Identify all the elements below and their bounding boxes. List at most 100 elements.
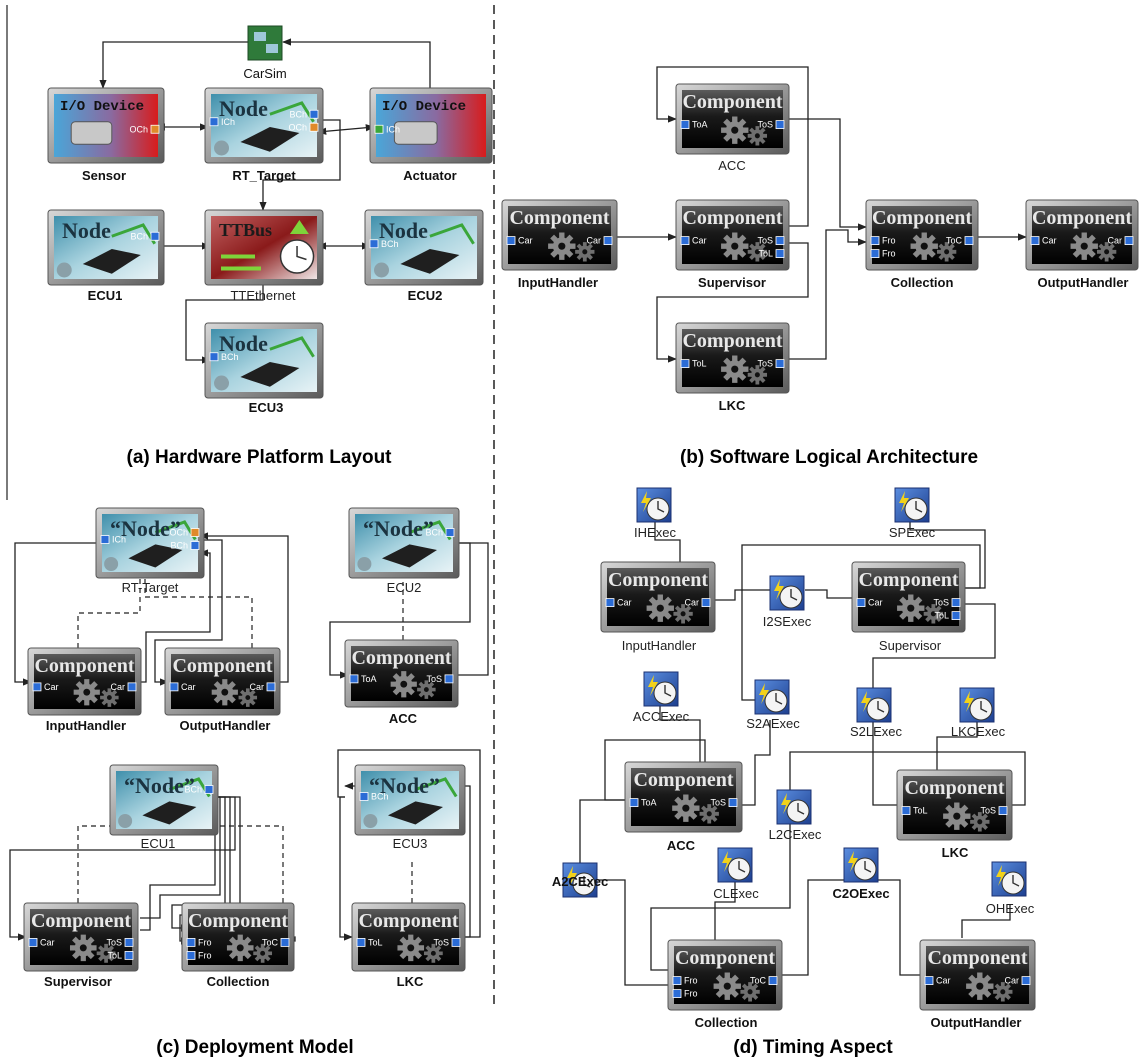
rt-target-block-title: Node [219,96,268,121]
ohexec-icon[interactable] [991,861,1027,897]
label-collection: Collection [891,275,954,290]
accexec-icon-bolt-icon [648,675,658,696]
timing-supervisor-component-out-port-0-label: ToS [933,598,949,608]
supervisor-component-out-port-0 [775,236,785,246]
label-spexec: SPExec [889,525,936,540]
rt-target-block-left-port-0-label: ICh [221,117,235,127]
dep-acc-component-in-port-0-label: ToA [361,674,377,684]
accexec-icon[interactable] [643,671,679,707]
label-actuator: Actuator [403,168,456,183]
lkc-component-out-port-0-label: ToS [757,359,773,369]
collection-component-in-port-0 [870,236,880,246]
ihexec-icon[interactable] [636,487,672,523]
actuator-block-title: I/O Device [382,99,466,115]
i2sexec-icon[interactable] [769,575,805,611]
acc-component-title: Component [682,91,782,113]
ecu2-block-left-port-0-label: BCh [381,239,399,249]
ecu3-block-title: Node [219,331,268,356]
dep-rt-target-node-title: “Node” [110,516,181,541]
ttethernet-block-title: TTBus [219,220,272,240]
collection-component-in-port-1-label: Fro [882,249,896,259]
dep-ecu3-node[interactable]: “Node”BCh [354,764,466,836]
dep-supervisor-component-in-port-0-label: Car [40,937,55,947]
label-timing-outputhandler: OutputHandler [931,1015,1022,1030]
ohexec-icon-bolt-icon [996,865,1006,886]
label-dep-acc: ACC [389,711,418,726]
dep-ecu3-node-title: “Node” [369,773,440,798]
spexec-icon[interactable] [894,487,930,523]
ecu2-block-left-port-0 [369,239,379,249]
label-rt-target-node: RT-Target [122,580,179,595]
ttethernet-block[interactable]: TTBus [204,209,324,286]
dep-ecu1-node[interactable]: “Node”BCh [109,764,219,836]
collection-component-out-port-0-label: ToC [946,236,963,246]
dep-inputhandler-component-in-port-0 [32,682,42,692]
timing-inputhandler-component-in-port-0-label: Car [617,598,632,608]
inputhandler-component-out-port-0 [603,236,613,246]
supervisor-component-title: Component [682,207,782,229]
sensor-block-title: I/O Device [60,99,144,115]
lkcexec-icon[interactable] [959,687,995,723]
clexec-icon[interactable] [717,847,753,883]
dep-ecu3-node-left-port-0-label: BCh [371,792,389,802]
dep-ecu1-node-title: “Node” [124,773,195,798]
dep-lkc-component-title: Component [358,910,458,932]
label-s2lexec: S2LExec [850,724,903,739]
supervisor-component-out-port-1 [775,249,785,259]
dep-ecu2-node-port-0-label: BCh [425,528,443,538]
label-ecu1: ECU1 [88,288,123,303]
dep-supervisor-component-title: Component [31,910,131,932]
dep-rt-target-node-port-1-label: BCh [170,541,188,551]
dep-supervisor-component-out-port-1-label: ToL [107,950,122,960]
label-dep-outputhandler: OutputHandler [180,718,271,733]
l2cexec-icon[interactable] [776,789,812,825]
rt-target-block-port-1 [309,122,319,132]
dep-ecu2-node[interactable]: “Node”BCh [348,507,460,579]
carsim-icon[interactable] [247,25,283,61]
supervisor-component-in-port-0-label: Car [692,236,707,246]
dep-rt-target-node-left-port-0-label: ICh [112,535,126,545]
a2cexec-icon[interactable] [562,862,598,898]
timing-lkc-component-out-port-0 [998,806,1008,815]
timing-collection-component-in-port-1 [672,989,682,998]
s2aexec-icon[interactable] [754,679,790,715]
dep-acc-component-out-port-0-label: ToS [426,674,442,684]
label-accexec: ACCExec [633,709,690,724]
dep-rt-target-node-port-0 [190,528,200,537]
s2lexec-icon[interactable] [856,687,892,723]
software-wires [617,66,1027,363]
label-inputhandler: InputHandler [518,275,598,290]
dep-outputhandler-component-out-port-0 [266,682,276,692]
outputhandler-component-out-port-0-label: Car [1107,236,1122,246]
hardware-wires [99,38,431,364]
timing-supervisor-component-out-port-1-label: ToL [934,611,949,621]
lkcexec-icon-bolt-icon [964,691,974,712]
inputhandler-component-out-port-0-label: Car [586,236,601,246]
c2oexec-icon[interactable] [843,847,879,883]
